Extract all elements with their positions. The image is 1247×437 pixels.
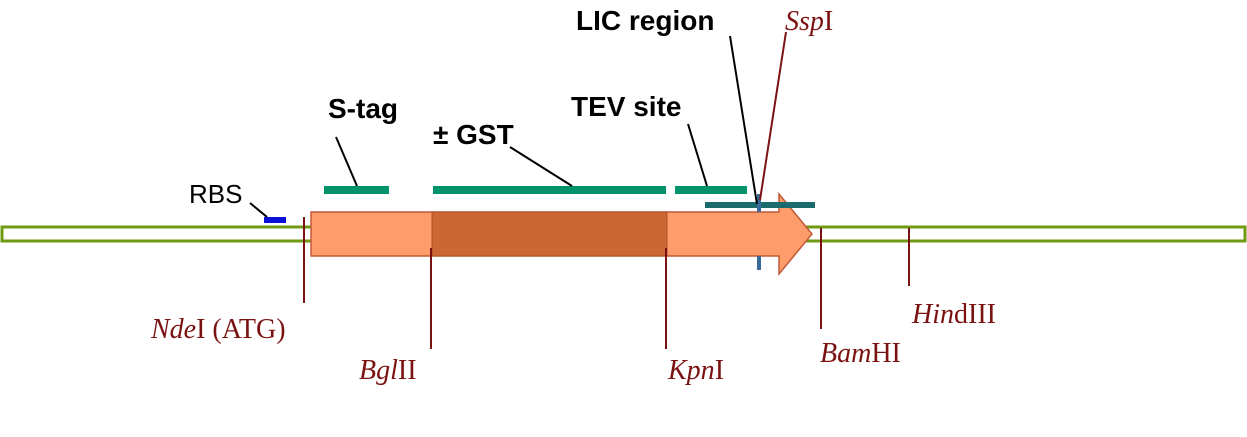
bgl-site-label: BglII — [359, 355, 417, 386]
gst-domain-block — [431, 211, 668, 257]
lic-tick-lower — [757, 256, 761, 270]
ssp-site-line — [759, 31, 787, 201]
s-tag-bar — [324, 186, 389, 194]
rbs-label: RBS — [189, 179, 242, 209]
nde-site-label: NdeI (ATG) — [150, 314, 286, 345]
s-tag-leader — [335, 136, 358, 187]
gst-label: ± GST — [433, 119, 514, 150]
rbs-leader — [249, 202, 268, 218]
tev-site-bar — [675, 186, 747, 194]
lic-region-label: LIC region — [576, 5, 714, 36]
tev-leader — [687, 123, 708, 187]
rbs-mark — [264, 217, 286, 223]
s-tag-label: S-tag — [328, 93, 398, 124]
ssp-site-label: SspI — [785, 6, 833, 37]
bam-site-label: BamHI — [820, 338, 901, 369]
lic-tick-upper — [757, 194, 761, 212]
lic-region-leader — [729, 35, 758, 205]
gst-leader — [509, 146, 573, 187]
gst-bar — [433, 186, 666, 194]
kpn-site-label: KpnI — [667, 355, 724, 386]
tev-site-label: TEV site — [571, 91, 681, 122]
hin-site-label: HindIII — [911, 299, 996, 330]
